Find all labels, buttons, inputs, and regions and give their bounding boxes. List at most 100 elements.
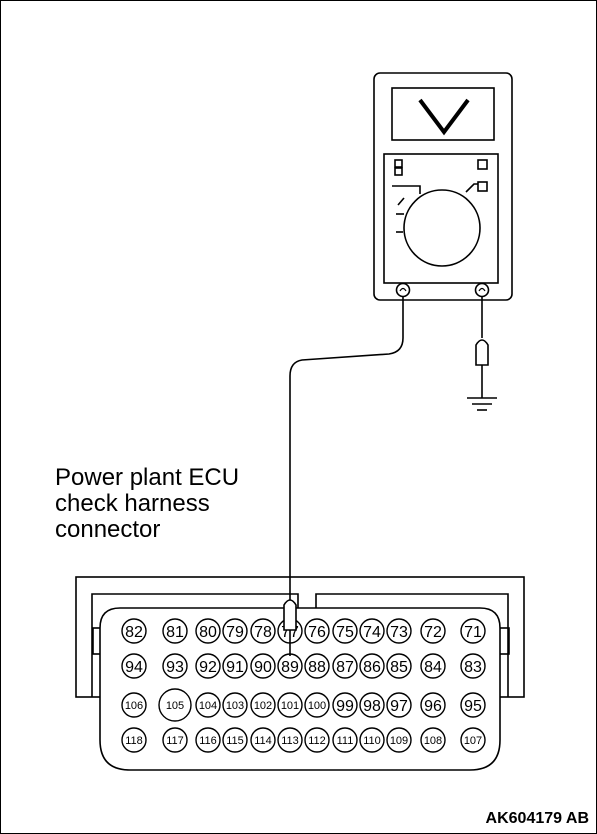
pin-118 (121, 727, 147, 753)
pin-label: 92 (199, 659, 217, 676)
pin-label: 112 (308, 735, 326, 747)
pin-79 (222, 618, 248, 644)
pin-label: 86 (363, 659, 381, 676)
pin-label: 103 (226, 700, 244, 712)
pin-label: 72 (424, 624, 442, 641)
pin-105 (158, 688, 192, 722)
pin-107 (460, 727, 486, 753)
pin-104 (195, 692, 221, 718)
pin-label: 89 (281, 659, 299, 676)
pin-label: 100 (308, 700, 326, 712)
dial-range-mark (397, 197, 405, 206)
pin-label: 87 (336, 659, 354, 676)
pin-114 (250, 727, 276, 753)
dial-range-mark (465, 183, 478, 193)
pin-label: 76 (308, 624, 326, 641)
pin-label: 117 (166, 735, 184, 747)
pin-label: 104 (199, 700, 217, 712)
pin-label: 88 (308, 659, 326, 676)
meter-negative-terminal (474, 282, 490, 298)
pin-101 (277, 692, 303, 718)
pin-label: 83 (464, 659, 482, 676)
pin-label: 113 (281, 735, 299, 747)
pin-label: 74 (363, 624, 381, 641)
pin-label: 110 (363, 735, 381, 747)
connector-label-line: connector (55, 516, 161, 543)
pin-label: 78 (254, 624, 272, 641)
mode-button-icon (394, 167, 403, 176)
pin-label: 105 (166, 700, 184, 712)
pin-106 (121, 692, 147, 718)
pin-102 (250, 692, 276, 718)
pin-label: 99 (336, 698, 354, 715)
pin-label: 98 (363, 698, 381, 715)
connector-label-line: check harness (55, 490, 210, 517)
multimeter-display (391, 87, 495, 141)
pin-81 (162, 618, 188, 644)
pin-label: 91 (226, 659, 244, 676)
pin-98 (359, 692, 385, 718)
pin-label: 85 (390, 659, 408, 676)
pin-label: 106 (125, 700, 143, 712)
pin-label: 109 (390, 735, 408, 747)
pin-103 (222, 692, 248, 718)
multimeter (373, 72, 513, 301)
pin-label: 82 (125, 624, 143, 641)
mode-button-icon (394, 159, 403, 168)
pin-115 (222, 727, 248, 753)
pin-72 (420, 618, 446, 644)
dial-range-mark (392, 185, 421, 194)
pin-label: 73 (390, 624, 408, 641)
pin-111 (332, 727, 358, 753)
positive-test-lead (289, 296, 404, 600)
pin-85 (386, 653, 412, 679)
pin-label: 118 (125, 735, 143, 747)
pin-label: 101 (281, 700, 299, 712)
pin-76 (304, 618, 330, 644)
pin-97 (386, 692, 412, 718)
pin-71 (460, 618, 486, 644)
rotary-dial (403, 189, 481, 267)
pin-74 (359, 618, 385, 644)
pin-96 (420, 692, 446, 718)
pin-108 (420, 727, 446, 753)
pin-82 (121, 618, 147, 644)
pin-label: 115 (226, 735, 244, 747)
pin-label: 116 (199, 735, 217, 747)
range-button-icon (477, 181, 488, 192)
pin-label: 108 (424, 735, 442, 747)
pin-95 (460, 692, 486, 718)
connector-label-line: Power plant ECU (55, 464, 240, 491)
pin-label: 75 (336, 624, 354, 641)
pin-90 (250, 653, 276, 679)
pin-110 (359, 727, 385, 753)
pin-label: 114 (254, 735, 272, 747)
pin-73 (386, 618, 412, 644)
pin-94 (121, 653, 147, 679)
pin-92 (195, 653, 221, 679)
pin-83 (460, 653, 486, 679)
pin-label: 111 (337, 735, 354, 747)
multimeter-body (373, 72, 513, 301)
ground-probe (475, 339, 489, 366)
pin-label: 84 (424, 659, 442, 676)
pin-113 (277, 727, 303, 753)
pin-label: 94 (125, 659, 143, 676)
pin-75 (332, 618, 358, 644)
pin-86 (359, 653, 385, 679)
pin-label: 79 (226, 624, 244, 641)
pin-84 (420, 653, 446, 679)
pin-label: 95 (464, 698, 482, 715)
multimeter-control-panel (383, 153, 499, 284)
pin-109 (386, 727, 412, 753)
pin-88 (304, 653, 330, 679)
pin-93 (162, 653, 188, 679)
connector-label: Power plant ECU check harness connector (55, 465, 239, 543)
pin-label: 102 (254, 700, 272, 712)
pin-label: 71 (464, 624, 482, 641)
pin-label: 107 (464, 735, 482, 747)
pin-78 (250, 618, 276, 644)
